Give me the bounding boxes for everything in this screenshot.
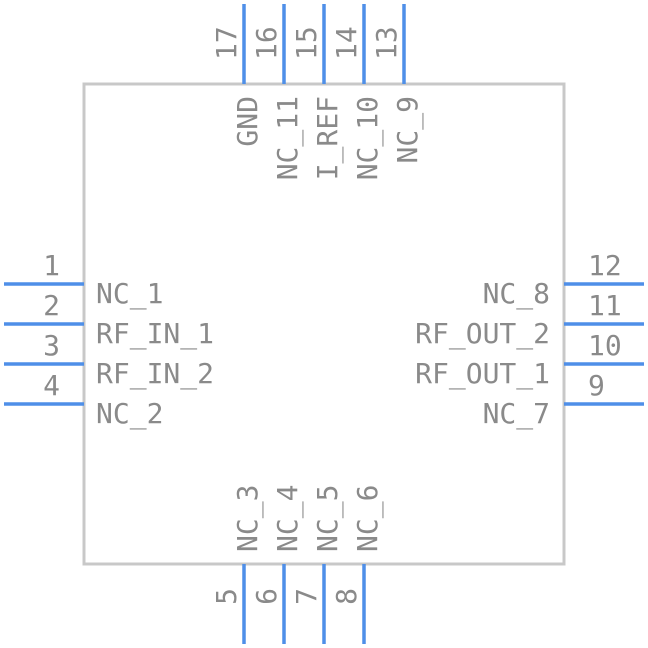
pin-name-1: NC_1 — [96, 277, 163, 311]
pin-number-14: 14 — [330, 26, 363, 60]
pin-number-3: 3 — [43, 329, 60, 362]
pin-name-15: I_REF — [311, 96, 345, 180]
pin-name-4: NC_2 — [96, 397, 163, 431]
pin-name-8: NC_6 — [351, 485, 385, 552]
pin-name-5: NC_3 — [231, 485, 265, 552]
pin-number-17: 17 — [210, 26, 243, 60]
pin-name-10: RF_OUT_1 — [415, 357, 550, 391]
pin-name-13: NC_9 — [391, 96, 425, 163]
pin-name-3: RF_IN_2 — [96, 357, 214, 391]
pin-name-16: NC_11 — [271, 96, 305, 180]
pin-number-11: 11 — [588, 289, 622, 322]
pin-name-14: NC_10 — [351, 96, 385, 180]
pin-name-12: NC_8 — [483, 277, 550, 311]
pin-number-8: 8 — [330, 588, 363, 605]
pin-name-11: RF_OUT_2 — [415, 317, 550, 351]
pin-name-9: NC_7 — [483, 397, 550, 431]
pin-number-2: 2 — [43, 289, 60, 322]
pin-number-10: 10 — [588, 329, 622, 362]
pin-name-7: NC_5 — [311, 485, 345, 552]
pin-number-7: 7 — [290, 588, 323, 605]
pin-name-6: NC_4 — [271, 485, 305, 552]
pin-number-13: 13 — [370, 26, 403, 60]
pin-number-16: 16 — [250, 26, 283, 60]
pin-number-12: 12 — [588, 249, 622, 282]
pin-name-17: GND — [231, 96, 264, 147]
pin-name-2: RF_IN_1 — [96, 317, 214, 351]
pin-number-1: 1 — [43, 249, 60, 282]
pin-number-4: 4 — [43, 369, 60, 402]
pin-number-15: 15 — [290, 26, 323, 60]
pin-number-6: 6 — [250, 588, 283, 605]
pin-number-9: 9 — [588, 369, 605, 402]
pin-number-5: 5 — [210, 588, 243, 605]
